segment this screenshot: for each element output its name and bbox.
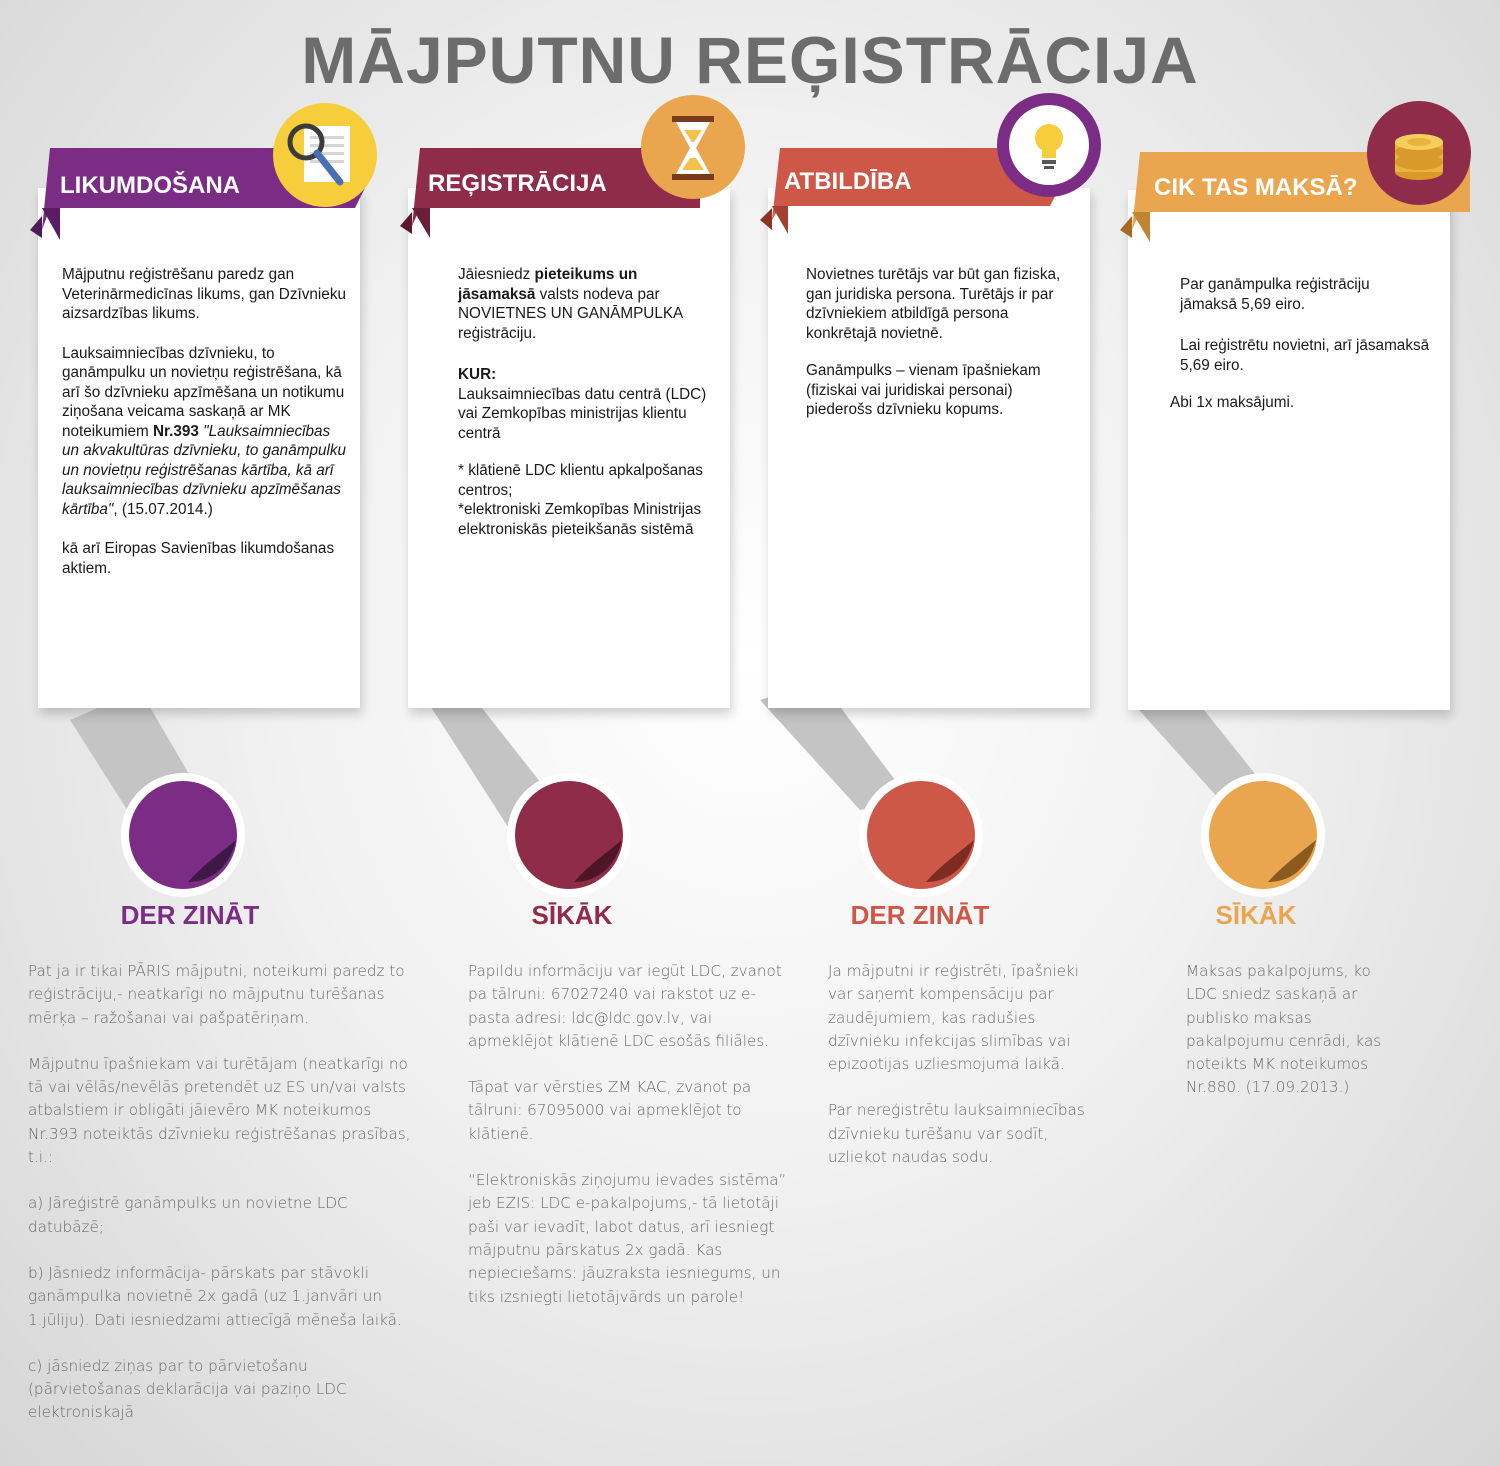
bottom-paragraph: Par nereģistrētu lauksaimniecības dzīvni… [828,1101,1085,1167]
bottom-heading: SĪKĀK [531,900,613,930]
hourglass-icon [641,95,745,199]
bottom-text: Maksas pakalpojums, ko LDC sniedz saskaņ… [1186,960,1406,1123]
card-text: Novietnes turētājs var būt gan fiziska, … [806,265,1061,440]
card-paragraph: Ganāmpulks – vienam īpašniekam (fiziskai… [806,362,1041,418]
heading-label: REĢISTRĀCIJA [428,170,607,197]
sticker-circle [859,773,983,897]
bottom-paragraph: b) Jāsniedz informācija- pārskats par st… [28,1263,402,1329]
bottom-paragraph: Tāpat var vērsties ZM KAC, zvanot pa tāl… [468,1078,752,1143]
heading-label: ATBILDĪBA [784,168,912,195]
card-paragraph: Abi 1x maksājumi. [1170,394,1295,411]
bottom-heading: DER ZINĀT [850,900,990,930]
column-registracija: REĢISTRĀCIJA Jāiesniedz pieteikums un jā… [400,0,786,1466]
heading-banner [400,148,700,238]
sticker-circle [507,773,631,897]
card-paragraph: Novietnes turētājs var būt gan fiziska, … [806,266,1061,342]
bottom-text: Papildu informāciju var iegūt LDC, zvano… [468,960,793,1332]
column-atbildiba: ATBILDĪBA Novietnes turētājs var būt gan… [760,0,1120,1466]
info-card [1128,190,1450,710]
bottom-paragraph: Mājputnu īpašniekam vai turētājam (neatk… [28,1054,411,1167]
info-card [38,188,360,708]
column-cik-tas-maksa: CIK TAS MAKSĀ? Par ganāmpulka reģistrāci… [1120,0,1480,1466]
sticker-circle [1201,773,1325,897]
info-card [408,188,730,708]
card-paragraph: kā arī Eiropas Savienības likumdošanas a… [62,540,335,577]
ribbon-shadow [760,690,910,810]
card-paragraph: KUR:Lauksaimniecības datu centrā (LDC) v… [458,366,707,442]
card-text: Jāiesniedz pieteikums un jāsamaksā valst… [458,265,708,539]
sticker-circle [121,773,245,897]
bottom-paragraph: a) Jāreģistrē ganāmpulks un novietne LDC… [28,1194,348,1236]
bottom-text: Pat ja ir tikai PĀRIS mājputni, noteikum… [28,960,420,1448]
bottom-paragraph: c) jāsniedz ziņas par to pārvietošanu (p… [28,1356,347,1422]
bottom-paragraph: Papildu informāciju var iegūt LDC, zvano… [468,962,782,1050]
card-paragraph: Jāiesniedz pieteikums un jāsamaksā valst… [458,266,683,342]
column-likumdosana: LIKUMDOŠANA Mājputnu reģistrēšanu paredz… [28,0,411,1466]
info-card [768,188,1090,708]
bottom-heading: DER ZINĀT [120,900,260,930]
bottom-heading: SĪKĀK [1215,900,1297,930]
bottom-paragraph: Ja mājputni ir reģistrēti, īpašnieki var… [828,962,1079,1074]
bottom-paragraph: Maksas pakalpojums, ko LDC sniedz saskaņ… [1186,962,1382,1097]
card-text: Par ganāmpulka reģistrāciju jāmaksā 5,69… [1170,275,1430,433]
bottom-text: Ja mājputni ir reģistrēti, īpašnieki var… [828,960,1103,1192]
card-paragraph: Par ganāmpulka reģistrāciju jāmaksā 5,69… [1180,276,1370,313]
card-paragraph: Lauksaimniecības dzīvnieku, to ganāmpulk… [62,344,347,518]
card-text: Mājputnu reģistrēšanu paredz gan Veterin… [62,265,347,598]
lightbulb-icon [997,93,1101,197]
page-title: MĀJPUTNU REĢISTRĀCIJA [301,23,1199,97]
card-paragraph: Mājputnu reģistrēšanu paredz gan Veterin… [62,266,346,322]
bottom-paragraph: Pat ja ir tikai PĀRIS mājputni, noteikum… [28,962,405,1027]
heading-label: LIKUMDOŠANA [60,172,240,199]
coins-icon [1367,101,1471,205]
heading-label: CIK TAS MAKSĀ? [1154,174,1358,201]
bottom-paragraph: “Elektroniskās ziņojumu ievades sistēma”… [468,1171,787,1306]
card-paragraph: * klātienē LDC klientu apkalpošanas cent… [458,462,703,538]
magnifier-document-icon [273,103,377,207]
card-paragraph: Lai reģistrētu novietni, arī jāsamaksā 5… [1180,337,1430,374]
ribbon-shadow [1130,690,1260,800]
